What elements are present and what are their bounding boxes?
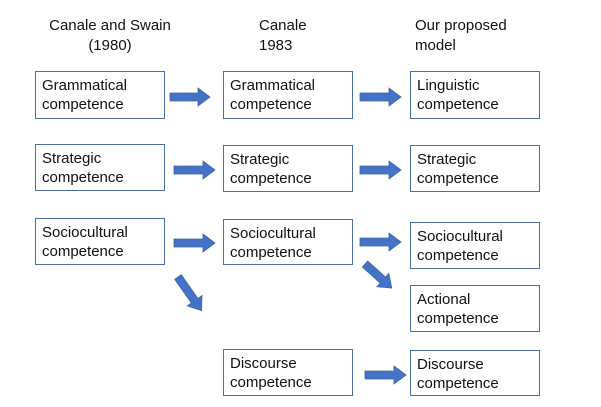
header-proposed-model: Our proposed model	[415, 17, 507, 54]
arrow-right-icon-row1-b	[359, 87, 402, 107]
box-col2-strategic-competence: Strategic competence	[223, 145, 353, 192]
box-col3-strategic-competence: Strategic competence	[410, 145, 540, 192]
arrow-diagonal-icon-col1-down	[174, 274, 203, 312]
box-col3-linguistic-competence: Linguistic competence	[410, 71, 540, 119]
arrow-diagonal-icon-to-actional	[361, 260, 393, 289]
arrow-right-icon-row2-a	[173, 160, 216, 180]
box-col1-strategic-competence: Strategic competence	[35, 144, 165, 191]
arrow-right-icon-row3-b	[359, 232, 402, 252]
arrow-right-icon-row2-b	[359, 160, 402, 180]
box-col1-grammatical-competence: Grammatical competence	[35, 71, 165, 119]
box-col2-grammatical-competence: Grammatical competence	[223, 71, 353, 119]
box-col2-discourse-competence: Discourse competence	[223, 349, 353, 396]
arrow-right-icon-row4	[364, 365, 407, 385]
box-col1-sociocultural-competence: Sociocultural competence	[35, 218, 165, 265]
arrow-right-icon-row1-a	[169, 87, 211, 107]
header-canale-1983: Canale 1983	[259, 17, 307, 54]
arrow-right-icon-row3-a	[173, 233, 216, 253]
box-col2-sociocultural-competence: Sociocultural competence	[223, 219, 353, 265]
box-col3-sociocultural-competence: Sociocultural competence	[410, 222, 540, 269]
box-col3-actional-competence: Actional competence	[410, 285, 540, 332]
header-canale-swain-1980: Canale and Swain (1980)	[49, 17, 171, 54]
box-col3-discourse-competence: Discourse competence	[410, 350, 540, 396]
